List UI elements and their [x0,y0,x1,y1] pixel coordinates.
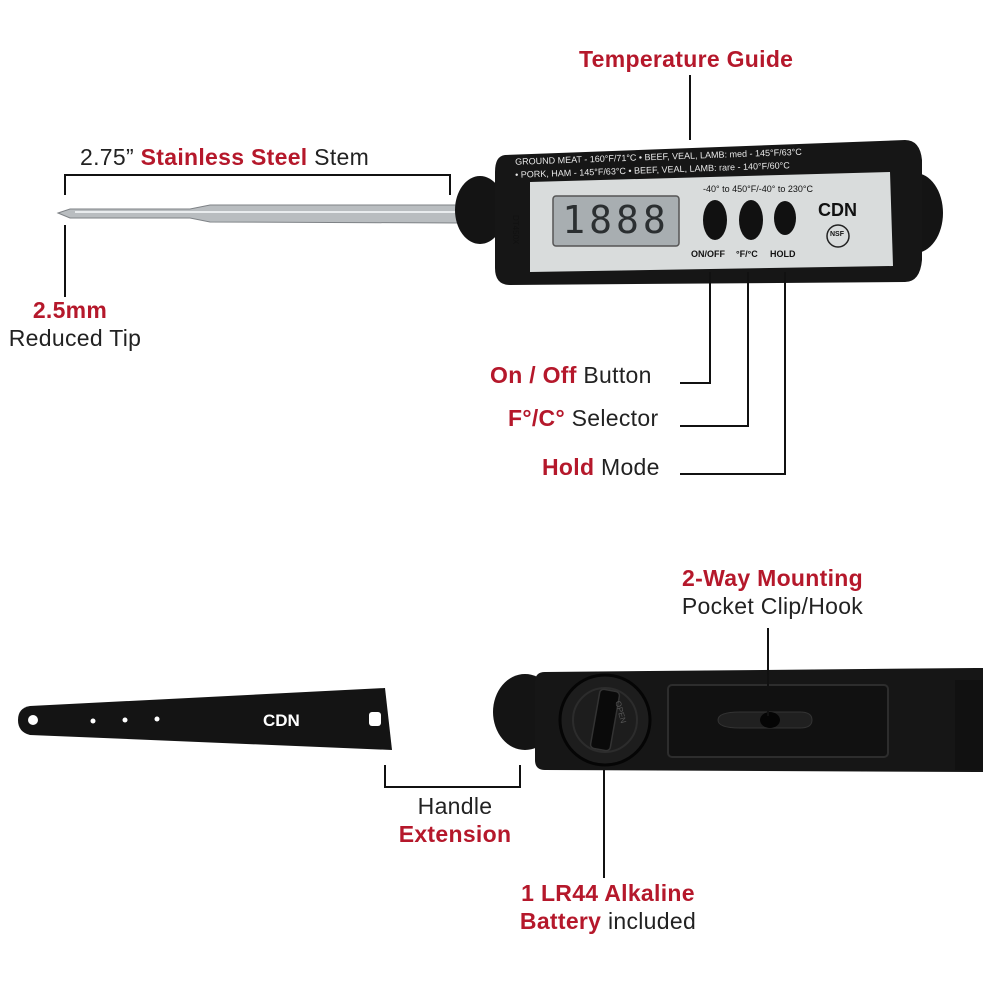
battery-emph1: 1 LR44 Alkaline [521,880,695,906]
on-off-button [703,200,727,240]
left-end-cap [455,176,505,244]
on-off-callout: On / Off Button [490,361,652,389]
bottom-callout-lines [384,628,769,878]
hold-emph: Hold [542,454,595,480]
nsf-text: NSF [830,231,844,238]
fc-label: °F/°C [736,249,758,259]
handle-callout: Handle Extension [380,792,530,848]
thermometer-front [56,140,943,285]
tip-label: 2.5mm Reduced Tip [0,296,150,352]
stem-prefix: 2.75” [80,144,141,170]
lcd-display [552,195,680,247]
sheath-brand-logo: CDN [263,711,300,730]
stem-label: 2.75” Stainless Steel Stem [80,143,369,171]
battery-text: included [601,908,697,934]
hold-label: HOLD [770,249,796,259]
mounting-callout: 2-Way Mounting Pocket Clip/Hook [660,564,885,620]
temperature-guide-label: Temperature Guide [579,45,793,73]
selector-callout: F°/C° Selector [508,404,658,432]
stainless-steel-stem [56,204,461,224]
battery-emph2: Battery [519,908,602,934]
on-off-label: ON/OFF [691,249,725,259]
handle-emph: Extension [398,821,512,847]
tip-emph: 2.5mm [32,297,108,323]
brand-logo: CDN [818,200,857,220]
hold-callout: Hold Mode [542,453,660,481]
stem-suffix: Stem [307,144,370,170]
on-off-text: Button [576,362,652,388]
on-off-emph: On / Off [490,362,577,388]
tip-text: Reduced Tip [8,325,142,351]
range-text: -40° to 450°F/-40° to 230°C [703,184,813,194]
battery-callout: 1 LR44 Alkaline Battery included [498,879,718,935]
lcd-digits: 1888 [562,198,670,242]
model-number: DT450X [511,215,520,245]
fc-button [739,200,763,240]
thermometer-back [493,668,983,772]
mounting-emph: 2-Way Mounting [682,565,863,591]
hold-text: Mode [594,454,660,480]
hold-button [774,201,796,235]
stem-emph: Stainless Steel [140,144,308,170]
selector-emph: F°/C° [508,405,565,431]
nsf-badge [826,224,850,248]
selector-text: Selector [564,405,659,431]
handle-extension-sheath [18,688,392,750]
temperature-guide-text: Temperature Guide [579,46,794,72]
handle-text: Handle [417,793,493,819]
top-callout-lines [64,75,786,475]
mounting-text: Pocket Clip/Hook [681,593,864,619]
